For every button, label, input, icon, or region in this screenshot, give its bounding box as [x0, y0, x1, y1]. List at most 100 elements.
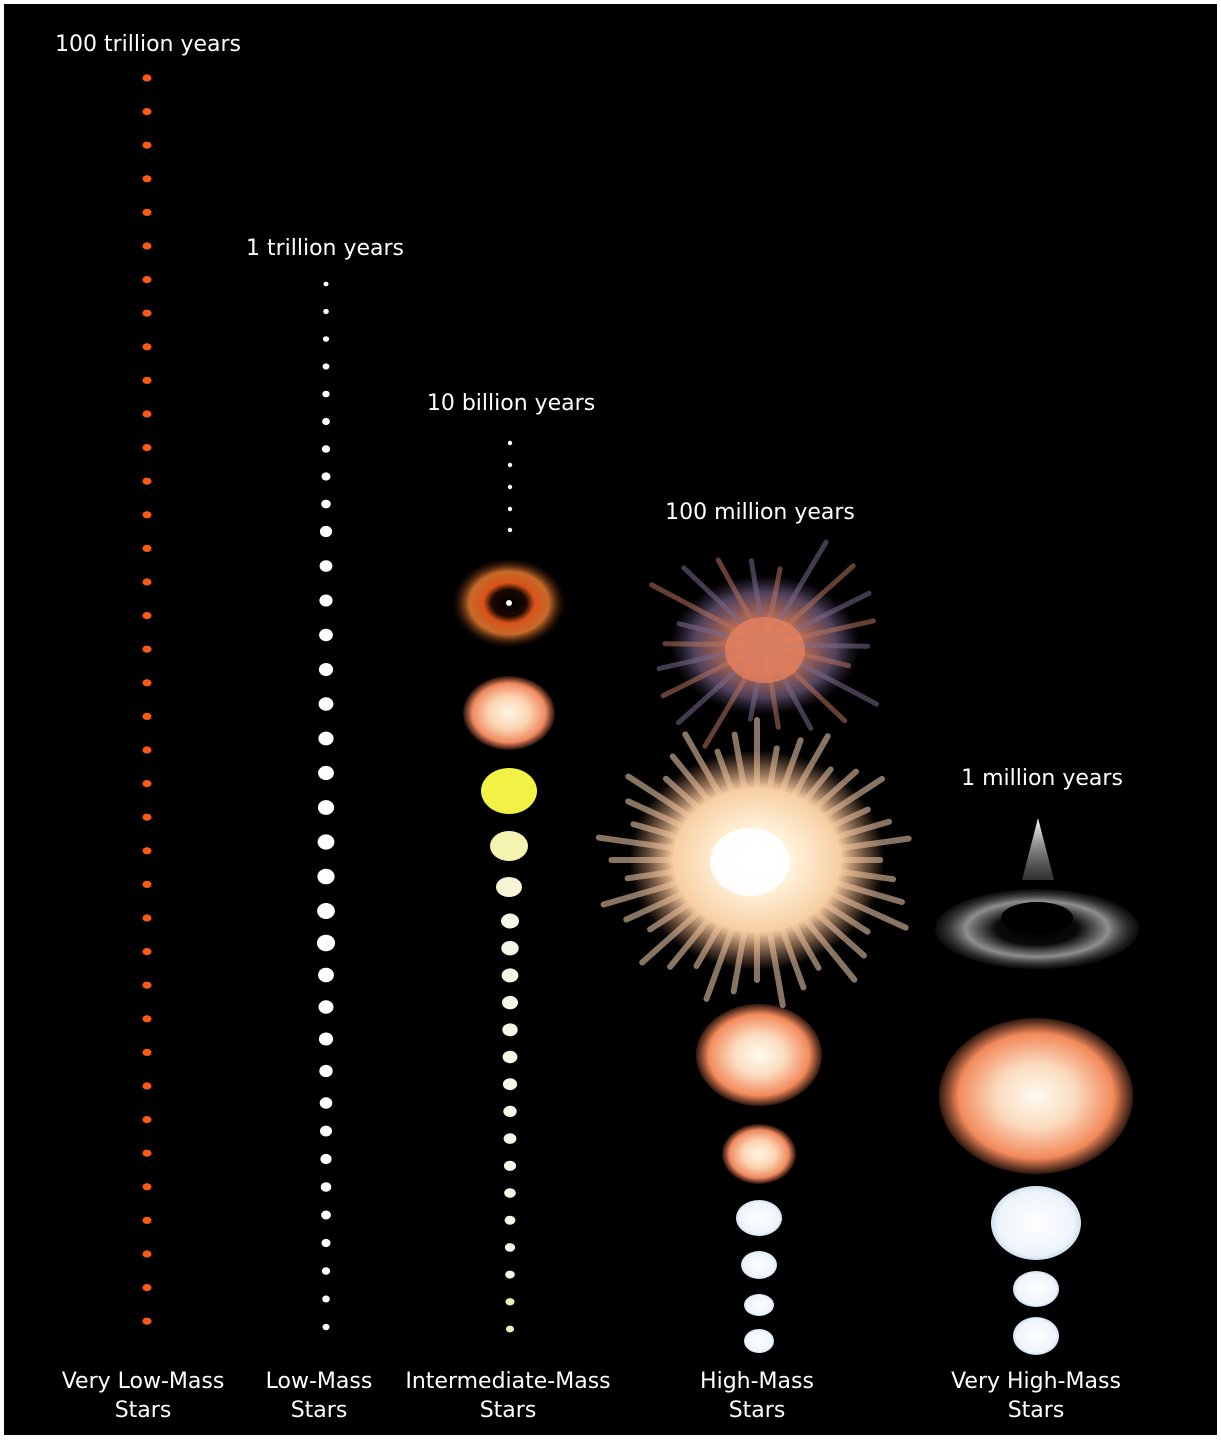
- very-high-mass-star-1: [991, 1186, 1081, 1260]
- low-mass-dot: [318, 697, 334, 711]
- low-mass-dot: [322, 1323, 330, 1331]
- very-low-mass-dot: [142, 780, 152, 788]
- intermediate-mass-remnant-dot: [507, 484, 513, 490]
- very-low-mass-dot: [142, 981, 152, 989]
- black-hole-center: [1001, 902, 1073, 934]
- lifetime-label-very-low-mass: 100 trillion years: [55, 32, 241, 57]
- low-mass-dot: [323, 281, 329, 287]
- low-mass-dot: [320, 1125, 332, 1137]
- supernova-remnant: [649, 539, 879, 749]
- column-label-very-high-mass-line2: Stars: [1008, 1398, 1065, 1423]
- high-mass-star-1: [736, 1200, 782, 1236]
- very-low-mass-lifetime-dots: [142, 74, 152, 1325]
- low-mass-dot: [318, 1032, 334, 1046]
- very-low-mass-dot: [142, 1317, 152, 1325]
- intermediate-mass-dot: [504, 1188, 516, 1198]
- low-mass-dot: [321, 472, 331, 481]
- low-mass-dot: [317, 903, 335, 919]
- very-high-mass-supergiant: [939, 1018, 1133, 1174]
- very-low-mass-dot: [142, 444, 152, 452]
- very-low-mass-dot: [142, 612, 152, 620]
- column-label-high-mass-line1: High-Mass: [700, 1369, 814, 1394]
- very-low-mass-dot: [142, 1216, 152, 1224]
- very-low-mass-dot: [142, 276, 152, 284]
- very-low-mass-dot: [142, 544, 152, 553]
- very-low-mass-dot: [142, 847, 152, 855]
- high-mass-stages: [595, 539, 912, 1353]
- white-dwarf-core: [506, 600, 512, 606]
- low-mass-dot: [318, 1000, 334, 1014]
- low-mass-dot: [318, 663, 334, 676]
- very-low-mass-dot: [142, 141, 152, 149]
- very-low-mass-dot: [142, 343, 152, 351]
- low-mass-dot: [319, 1097, 333, 1109]
- low-mass-dot: [319, 594, 333, 607]
- very-low-mass-dot: [142, 1183, 152, 1191]
- very-low-mass-dot: [142, 1284, 152, 1292]
- low-mass-dot: [322, 363, 330, 370]
- intermediate-mass-dot: [505, 1325, 515, 1333]
- low-mass-dot: [319, 1064, 333, 1078]
- intermediate-mass-remnant-dot: [507, 527, 513, 533]
- low-mass-dot: [318, 731, 334, 746]
- intermediate-mass-remnant-dot: [507, 462, 513, 468]
- low-mass-dot: [322, 1295, 330, 1303]
- high-mass-star-4: [744, 1329, 774, 1353]
- low-mass-dot: [323, 308, 329, 315]
- intermediate-mass-dot: [502, 1023, 518, 1037]
- very-low-mass-dot: [142, 880, 152, 889]
- low-mass-dot: [322, 417, 330, 426]
- very-low-mass-dot: [142, 712, 152, 721]
- black-hole-jet: [1022, 818, 1054, 880]
- low-mass-dot: [317, 800, 335, 815]
- low-mass-dot: [320, 1182, 332, 1192]
- very-low-mass-dot: [142, 477, 152, 485]
- very-low-mass-dot: [142, 948, 152, 956]
- intermediate-mass-dot: [504, 1243, 516, 1252]
- intermediate-mass-dot: [501, 941, 519, 956]
- high-mass-star-2: [741, 1251, 777, 1279]
- low-mass-dot: [319, 628, 333, 642]
- low-mass-dot: [318, 765, 334, 781]
- lifetime-label-low-mass: 1 trillion years: [246, 236, 404, 261]
- intermediate-mass-dot: [503, 1160, 517, 1171]
- very-low-mass-dot: [142, 1116, 152, 1124]
- intermediate-mass-dot: [505, 1298, 515, 1306]
- column-label-very-high-mass-line1: Very High-Mass: [951, 1369, 1121, 1394]
- very-low-mass-dot: [142, 914, 152, 922]
- very-low-mass-dot: [142, 1015, 152, 1023]
- intermediate-mass-lifetime-dots: [501, 440, 519, 1333]
- low-mass-dot: [316, 934, 336, 952]
- low-mass-dot: [322, 336, 330, 342]
- very-low-mass-dot: [142, 410, 152, 418]
- column-label-intermediate-mass-line1: Intermediate-Mass: [405, 1369, 610, 1394]
- very-low-mass-dot: [142, 309, 152, 317]
- very-low-mass-dot: [142, 376, 152, 384]
- column-label-high-mass-line2: Stars: [729, 1398, 786, 1423]
- very-low-mass-dot: [142, 242, 152, 250]
- low-mass-dot: [321, 1210, 331, 1220]
- very-low-mass-dot: [142, 679, 152, 687]
- lifetime-label-very-high-mass: 1 million years: [961, 766, 1123, 791]
- lifetime-label-intermediate-mass: 10 billion years: [427, 391, 595, 416]
- very-low-mass-dot: [142, 1048, 152, 1056]
- low-mass-dot: [317, 834, 335, 850]
- very-low-mass-dot: [142, 175, 152, 183]
- low-mass-dot: [321, 445, 331, 453]
- low-mass-dot: [317, 868, 335, 885]
- remnant-core: [725, 617, 805, 683]
- low-mass-dot: [322, 390, 330, 398]
- intermediate-mass-dot: [501, 968, 519, 983]
- column-label-very-low-mass-line2: Stars: [115, 1398, 172, 1423]
- low-mass-dot: [319, 560, 333, 572]
- intermediate-mass-stages: [452, 558, 566, 897]
- intermediate-mass-dot: [503, 1105, 517, 1117]
- very-low-mass-dot: [142, 1149, 152, 1157]
- very-low-mass-dot: [142, 813, 152, 821]
- lifetime-label-high-mass: 100 million years: [665, 500, 855, 525]
- intermediate-mass-dot: [505, 1270, 515, 1279]
- supernova: [595, 717, 912, 1009]
- column-label-very-low-mass-line1: Very Low-Mass: [62, 1369, 225, 1394]
- intermediate-mass-dot: [501, 913, 519, 929]
